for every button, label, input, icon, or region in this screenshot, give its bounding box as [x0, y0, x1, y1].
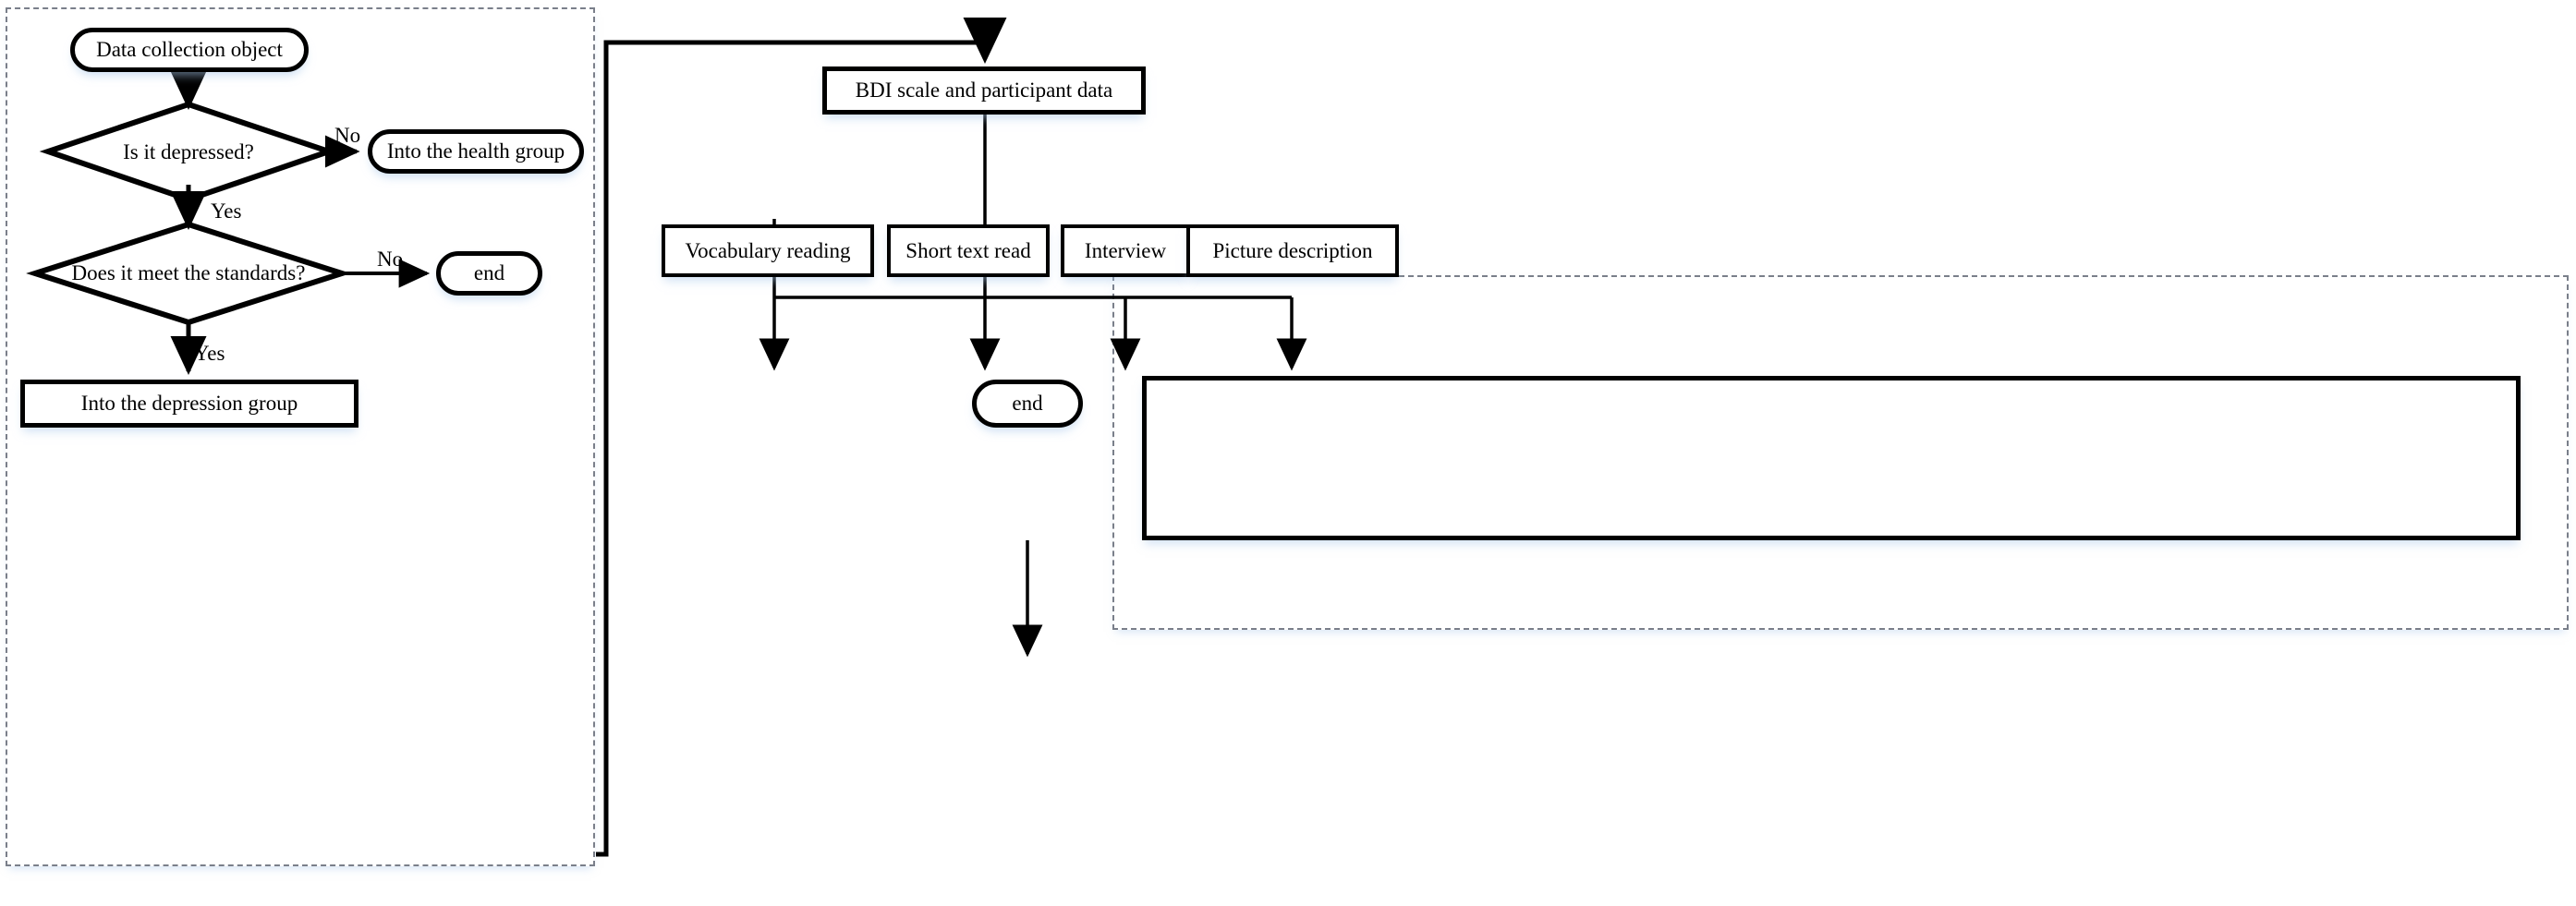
node-data-collection-object[interactable]: Data collection object	[70, 28, 309, 72]
node-into-the-health-group-label: Into the health group	[386, 139, 565, 163]
edge-panel-to-bdi	[596, 18, 1007, 857]
node-is-it-depressed[interactable]: Is it depressed?	[48, 104, 329, 199]
edge-label-depressed-yes: Yes	[211, 199, 242, 223]
node-into-the-health-group[interactable]: Into the health group	[368, 129, 584, 174]
node-task-interview-label: Interview	[1084, 238, 1167, 262]
node-does-it-meet-the-standards-label: Does it meet the standards?	[71, 261, 306, 284]
edge-label-standards-no: No	[377, 248, 404, 271]
edge-label-standards-yes: Yes	[194, 342, 225, 365]
node-task-picture-description-label: Picture description	[1212, 238, 1373, 262]
data-collection-panel-border	[6, 7, 595, 866]
node-task-short-text-read-label: Short text read	[905, 238, 1031, 262]
node-does-it-meet-the-standards[interactable]: Does it meet the standards?	[35, 224, 342, 322]
node-task-interview[interactable]: Interview	[1061, 224, 1190, 277]
node-end-left[interactable]: end	[436, 251, 542, 296]
node-task-vocabulary-reading-label: Vocabulary reading	[685, 238, 851, 262]
node-task-picture-description[interactable]: Picture description	[1186, 224, 1399, 277]
decision-standards-shape	[26, 221, 351, 326]
experiment-task-panel-border	[1112, 275, 2569, 630]
edge-label-depressed-no: No	[334, 124, 361, 147]
node-is-it-depressed-label: Is it depressed?	[123, 139, 254, 163]
node-into-the-depression-group[interactable]: Into the depression group	[20, 380, 358, 428]
node-data-collection-object-label: Data collection object	[96, 38, 283, 62]
node-into-the-depression-group-label: Into the depression group	[80, 392, 298, 416]
node-bdi-scale-and-participant-data-label: BDI scale and participant data	[855, 79, 1113, 103]
node-end-right-label: end	[1012, 392, 1043, 416]
node-bdi-scale-and-participant-data[interactable]: BDI scale and participant data	[822, 66, 1146, 115]
task-group-box	[1142, 376, 2521, 540]
node-end-left-label: end	[473, 261, 505, 285]
node-task-short-text-read[interactable]: Short text read	[887, 224, 1050, 277]
node-task-vocabulary-reading[interactable]: Vocabulary reading	[662, 224, 874, 277]
node-end-right[interactable]: end	[972, 380, 1083, 428]
